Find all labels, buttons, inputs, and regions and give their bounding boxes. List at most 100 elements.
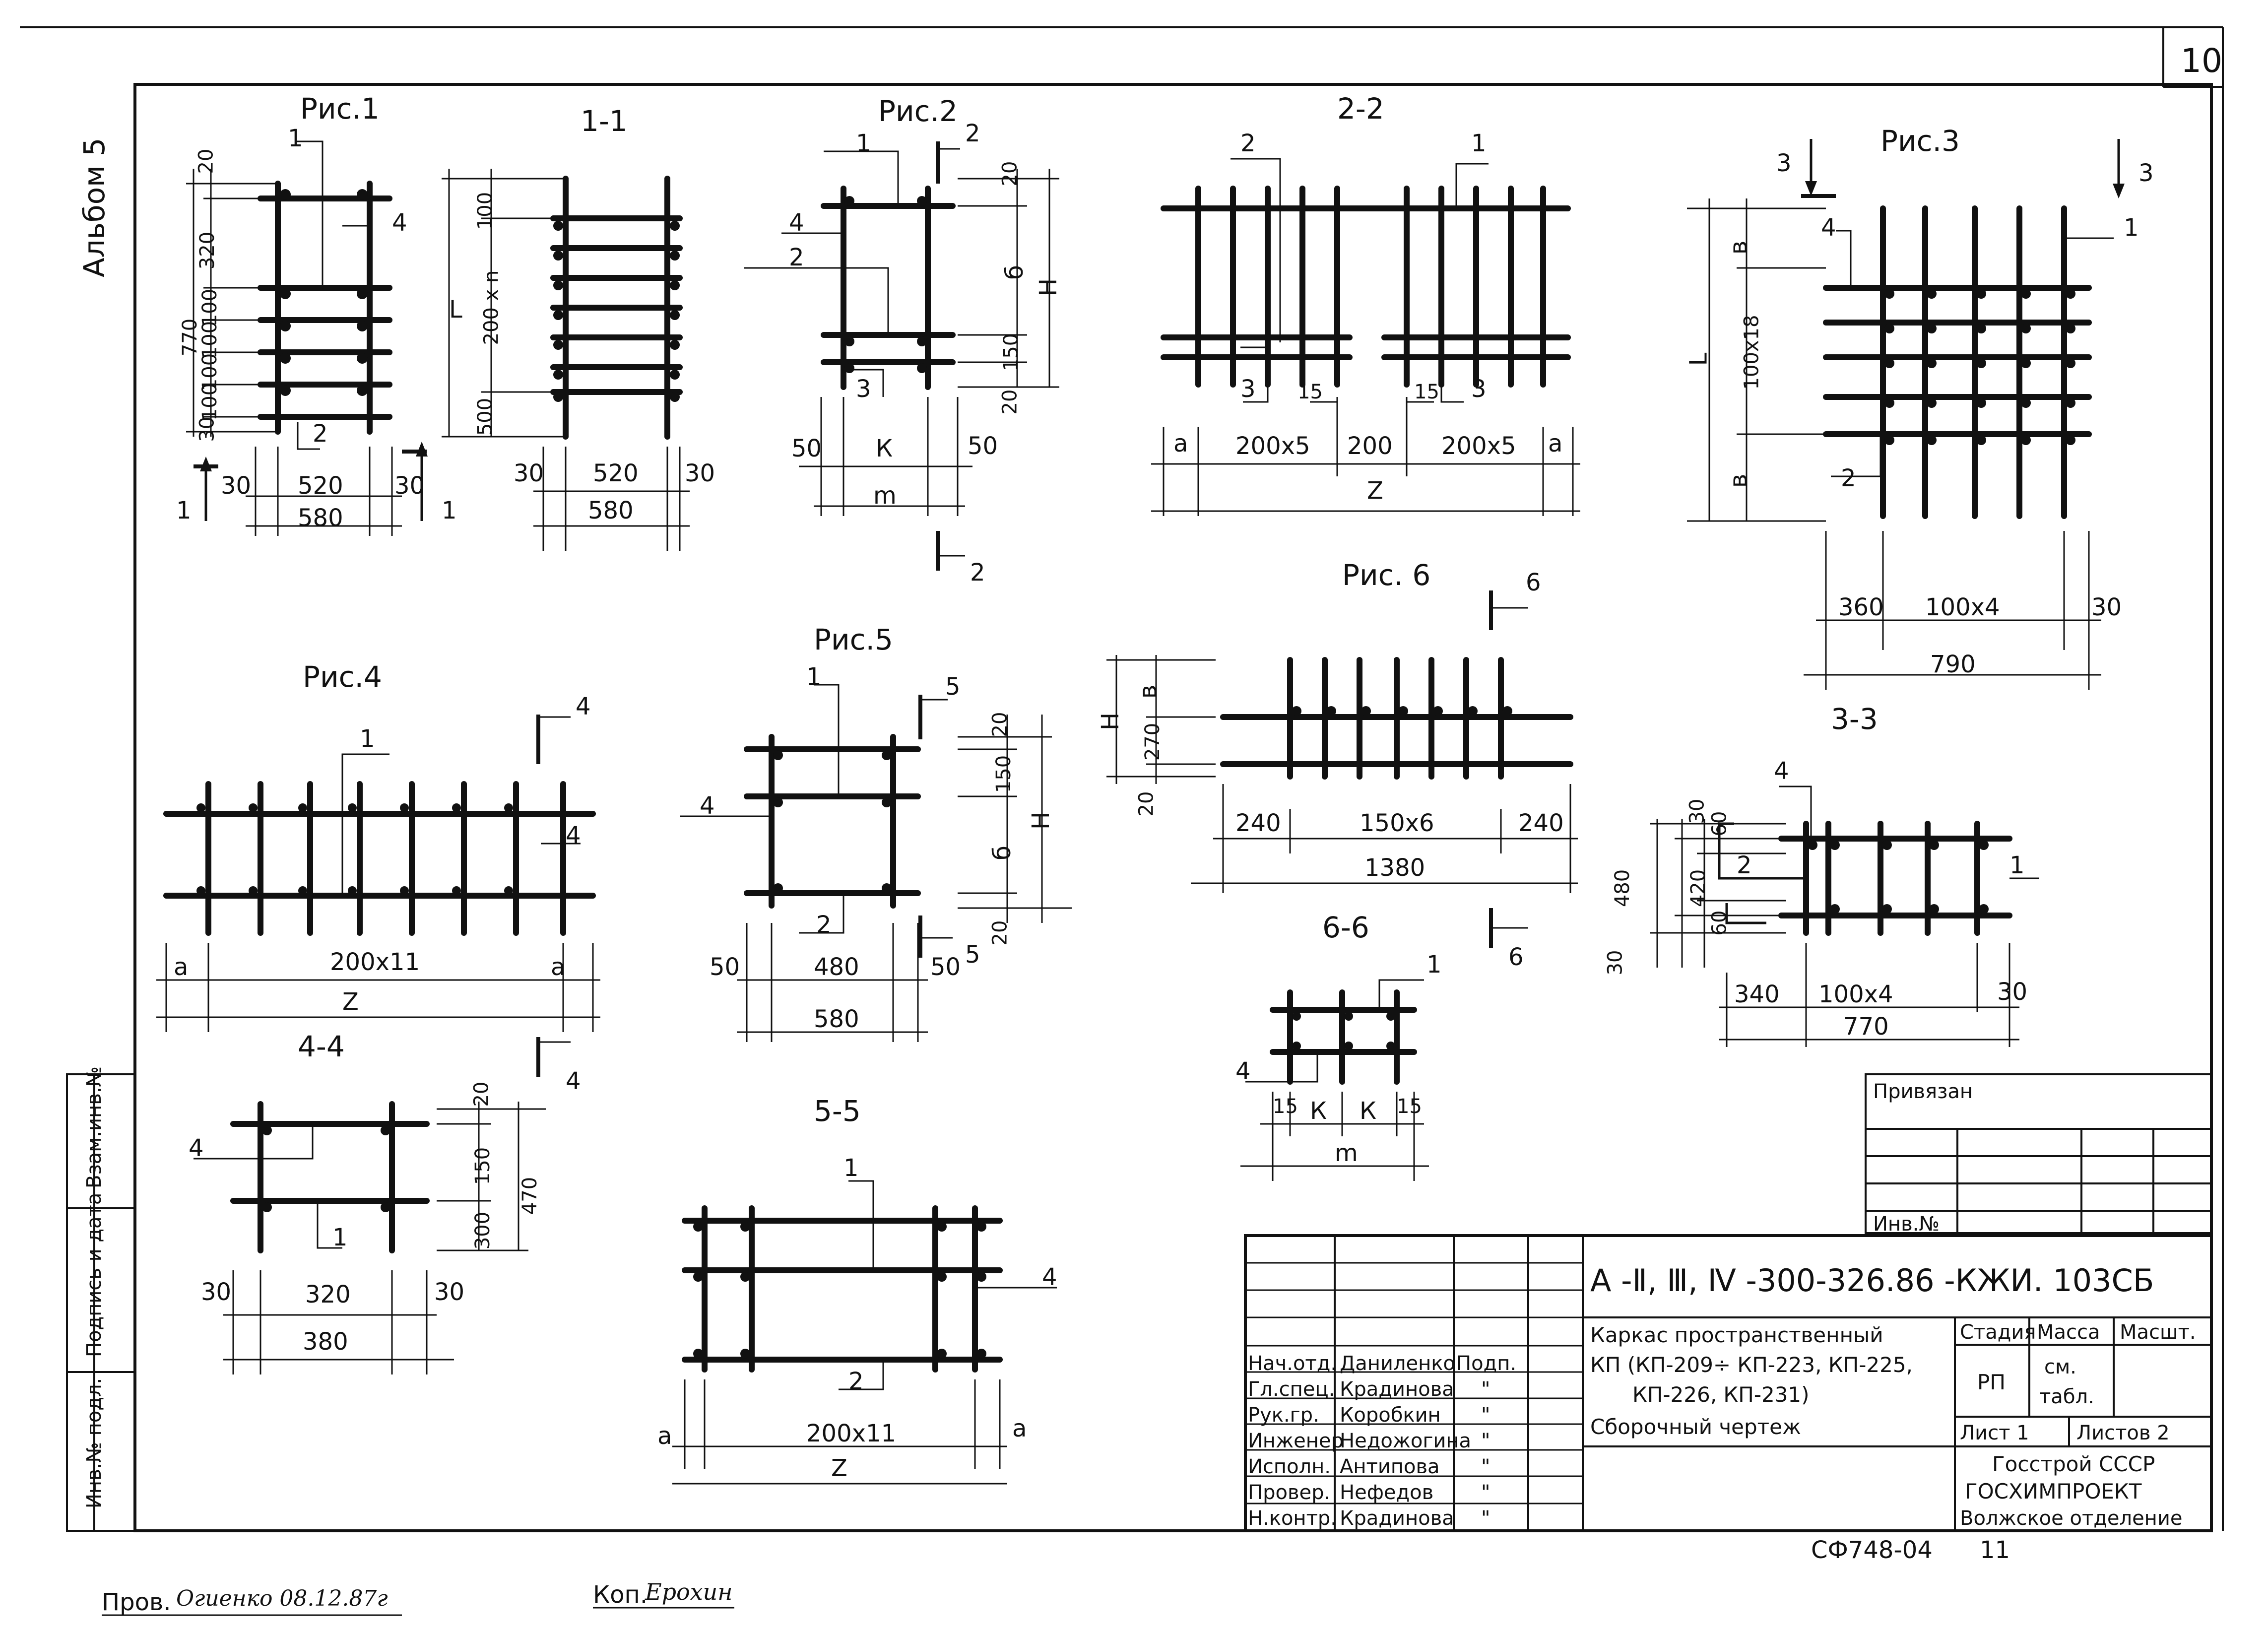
sec11-dim-500: 500 bbox=[474, 397, 497, 436]
document-code: А -Ⅱ, Ⅲ, Ⅳ -300-326.86 -КЖИ. 103СБ bbox=[1590, 1262, 2154, 1299]
massa-value-2: табл. bbox=[2039, 1385, 2094, 1408]
fig3-dim-360: 360 bbox=[1838, 593, 1884, 621]
title-name-line1: Каркас пространственный bbox=[1590, 1323, 1883, 1347]
sec11-dim-200n: 200 x n bbox=[480, 270, 503, 345]
sec55-dim-a-right: a bbox=[1012, 1415, 1027, 1442]
sec33-dim-30-bottom: 30 bbox=[1604, 950, 1627, 976]
fig6-dim-1380: 1380 bbox=[1364, 854, 1426, 882]
massa-value-1: см. bbox=[2044, 1356, 2076, 1378]
sec22-callout-1: 1 bbox=[1471, 130, 1487, 157]
sec55-dim-Z: Z bbox=[831, 1454, 847, 1482]
sec33-dim-60-bottom: 60 bbox=[1708, 910, 1731, 936]
fig2-dim-50r: 50 bbox=[968, 432, 998, 460]
sig-sign-1: " bbox=[1481, 1378, 1490, 1401]
fig3-callout-4: 4 bbox=[1821, 214, 1836, 242]
fig2-dim-b: б bbox=[1000, 265, 1029, 280]
fig2-dim-H: Н bbox=[1035, 278, 1063, 297]
sec66-title: 6-6 bbox=[1322, 911, 1369, 944]
fig5-cut-top: 5 bbox=[945, 673, 961, 701]
fig1-callout-4: 4 bbox=[392, 209, 407, 237]
org-line3: Волжское отделение bbox=[1960, 1507, 2183, 1530]
sig-role-5: Провер. bbox=[1248, 1481, 1331, 1504]
sec33-dim-30: 30 bbox=[1997, 978, 2028, 1006]
sec33-callout-2: 2 bbox=[1737, 851, 1752, 879]
stamp-podpis-data: Подпись и дата bbox=[83, 1192, 106, 1357]
sig-sign-4: " bbox=[1481, 1455, 1490, 1478]
fig2-callout-3: 3 bbox=[856, 375, 871, 403]
sec11-dim-580: 580 bbox=[588, 497, 634, 524]
stamp-inv-podl: Инв.№ подл. bbox=[83, 1377, 106, 1508]
fig1-callout-1: 1 bbox=[288, 125, 303, 152]
org-line1: Госстрой СССР bbox=[1992, 1452, 2155, 1476]
sec22-dim-200x5-left: 200х5 bbox=[1235, 432, 1310, 460]
fig3-callout-1: 1 bbox=[2124, 214, 2139, 242]
sec44-dim-150: 150 bbox=[471, 1147, 495, 1185]
fig3-callout-2: 2 bbox=[1841, 464, 1856, 492]
sec33-dim-420: 420 bbox=[1687, 869, 1710, 908]
fig3-dim-100x18: 100х18 bbox=[1740, 315, 1763, 390]
fig5-dim-50r: 50 bbox=[930, 953, 961, 981]
fig1-dim-770: 770 bbox=[179, 318, 202, 357]
sec11-dim-100: 100 bbox=[474, 192, 497, 230]
sig-sign-0: Подп. bbox=[1456, 1352, 1517, 1375]
fig1-dim-100d: 100 bbox=[198, 383, 222, 421]
prov-signature: Огиенко 08.12.87г bbox=[176, 1586, 388, 1611]
sec22-callout-2: 2 bbox=[1240, 130, 1256, 157]
fig1-dim-520: 520 bbox=[298, 472, 343, 500]
fig1-dim-580: 580 bbox=[298, 504, 343, 532]
fig2-dim-20: 20 bbox=[998, 161, 1022, 187]
sec22-dim-a-right: a bbox=[1548, 430, 1563, 458]
sec33-dim-770: 770 bbox=[1843, 1013, 1889, 1041]
fig5-callout-4: 4 bbox=[700, 792, 715, 820]
sig-role-2: Рук.гр. bbox=[1248, 1404, 1319, 1427]
sec66-dim-K1: К bbox=[1310, 1097, 1327, 1125]
sec44-callout-4: 4 bbox=[189, 1134, 204, 1162]
fig4-dim-Z: Z bbox=[342, 988, 359, 1016]
sec66-callout-1: 1 bbox=[1426, 951, 1442, 979]
fig5-dim-b: б bbox=[988, 846, 1016, 860]
sec44-dim-320: 320 bbox=[305, 1281, 351, 1308]
fig2-title: Рис.2 bbox=[878, 94, 958, 128]
sig-role-1: Гл.спец. bbox=[1248, 1378, 1335, 1401]
fig1-dim-20: 20 bbox=[194, 148, 218, 174]
album-label: Альбом 5 bbox=[77, 137, 111, 277]
fig4-callout-1: 1 bbox=[360, 725, 375, 753]
fig2-dim-m: m bbox=[873, 482, 897, 510]
fig6-cut-bottom: 6 bbox=[1508, 943, 1524, 971]
sig-name-4: Антипова bbox=[1340, 1455, 1440, 1478]
fig5-dim-H: Н bbox=[1027, 811, 1055, 830]
sig-sign-6: " bbox=[1481, 1507, 1490, 1530]
sec33-callout-4: 4 bbox=[1774, 757, 1789, 785]
fig6-dim-270: 270 bbox=[1141, 722, 1165, 761]
fig3-cut-left: 3 bbox=[1776, 149, 1792, 177]
sig-role-4: Исполн. bbox=[1248, 1455, 1331, 1478]
fig6-dim-240-left: 240 bbox=[1235, 809, 1281, 837]
sec66-dim-K2: К bbox=[1360, 1097, 1377, 1125]
sig-role-0: Нач.отд. bbox=[1248, 1352, 1337, 1375]
fig3-dim-100x4: 100х4 bbox=[1925, 593, 2000, 621]
fig4-dim-200x11: 200х11 bbox=[330, 948, 420, 976]
fig6-dim-150x6: 150х6 bbox=[1360, 809, 1434, 837]
sig-sign-2: " bbox=[1481, 1404, 1490, 1427]
prov-label: Пров. bbox=[102, 1588, 171, 1616]
sec55-callout-2: 2 bbox=[848, 1368, 864, 1395]
fig1-dim-320: 320 bbox=[196, 231, 219, 270]
fig6-title: Рис. 6 bbox=[1342, 558, 1431, 592]
fig5-callout-1: 1 bbox=[806, 663, 822, 691]
fig3-cut-right: 3 bbox=[2138, 159, 2154, 187]
sec11-dim-L: L bbox=[449, 296, 462, 324]
sec66-dim-15-right: 15 bbox=[1397, 1095, 1422, 1118]
sec44-dim-30r: 30 bbox=[434, 1278, 465, 1306]
massa-header: Масса bbox=[2037, 1321, 2100, 1344]
sec22-dim-200x5-right: 200х5 bbox=[1441, 432, 1516, 460]
sec33-callout-1: 1 bbox=[2009, 851, 2025, 879]
sec44-dim-20: 20 bbox=[470, 1081, 493, 1107]
fig1-title: Рис.1 bbox=[300, 92, 380, 126]
sec33-dim-30-top: 30 bbox=[1685, 798, 1709, 824]
fig3-dim-790: 790 bbox=[1930, 651, 1976, 678]
title-name-line2: КП (КП-209÷ КП-223, КП-225, bbox=[1590, 1353, 1913, 1377]
sig-name-3: Недожогина bbox=[1340, 1430, 1471, 1452]
sec33-dim-60-top: 60 bbox=[1708, 811, 1731, 837]
sec55-callout-1: 1 bbox=[843, 1154, 859, 1182]
